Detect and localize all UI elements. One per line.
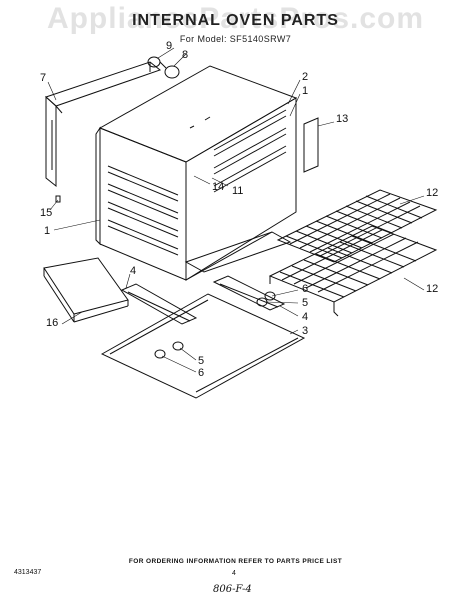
callout-16: 16 [46,317,59,329]
callout-3: 3 [302,325,309,337]
callout-4-left: 4 [130,265,137,277]
callout-12-bottom: 12 [426,283,439,295]
callout-13: 13 [336,113,349,125]
callout-6-bottom: 6 [198,367,205,379]
callout-5-bottom: 5 [198,355,205,367]
document-number: 4313437 [14,569,42,576]
model-line: For Model: SF5140SRW7 [179,34,292,44]
screw [55,195,61,203]
bottom-pan [100,293,306,399]
callout-7: 7 [40,72,47,84]
cavity-floor [184,231,292,273]
vent-knob [147,56,180,79]
bake-element [120,283,198,325]
page-title: INTERNAL OVEN PARTS [132,12,339,29]
callout-11: 11 [232,185,244,197]
callout-5-right: 5 [302,297,309,309]
handwritten-note: 806-F-4 [213,584,252,595]
callout-8: 8 [182,49,189,61]
callout-14: 14 [212,181,225,193]
callout-12-top: 12 [426,187,439,199]
callout-1-top: 1 [302,85,309,97]
callout-4-right: 4 [302,311,309,323]
trim-strip [303,117,319,173]
oven-rack-lower [268,225,438,317]
callout-1-left: 1 [44,225,51,237]
callout-9: 9 [166,40,173,52]
oven-cavity [95,65,298,281]
ordering-note: FOR ORDERING INFORMATION REFER TO PARTS … [128,558,343,565]
door-liner-panel [45,61,162,188]
watermark: AppliancePartsPros.com [46,2,425,35]
oven-rack-upper [276,189,438,263]
element-socket-bottom [154,341,184,359]
element-socket-right [256,291,276,307]
callout-2: 2 [302,71,309,83]
leader-lines [47,47,425,373]
callout-6-right: 6 [302,283,309,295]
page-number: 4 [232,570,236,577]
kick-panel [43,257,129,323]
callout-15: 15 [40,207,53,219]
broil-element [212,275,286,311]
